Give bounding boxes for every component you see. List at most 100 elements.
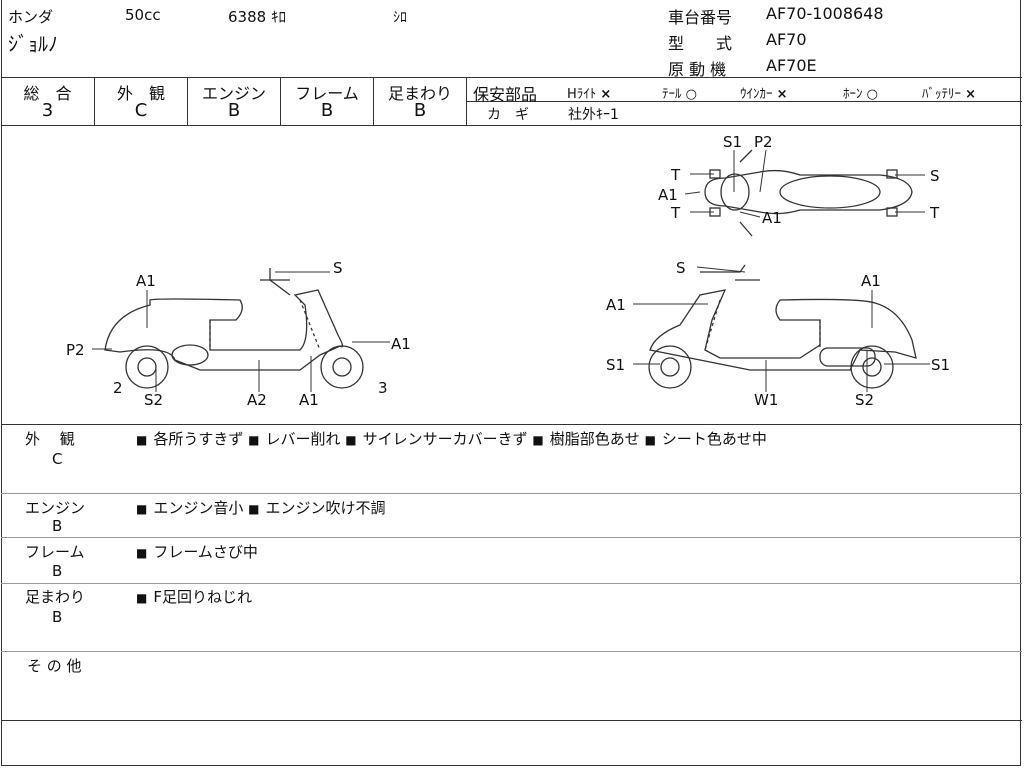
- mileage: 6388 ｷﾛ: [228, 8, 286, 26]
- safety-battery: ﾊﾞｯﾃﾘｰ ×: [922, 83, 976, 102]
- safety-mark: ○: [685, 87, 697, 102]
- safety-horn: ﾎｰﾝ ○: [843, 83, 878, 102]
- diagram-label: S1: [723, 133, 742, 151]
- grade-frame-label: フレーム: [295, 84, 359, 103]
- bullet-icon: ■: [532, 433, 544, 447]
- divider: [280, 78, 281, 125]
- model-name: ｼﾞｮﾙﾉ: [8, 32, 58, 56]
- diagram-label: A1: [136, 272, 156, 290]
- section-engine-label: エンジン: [25, 499, 86, 517]
- scooter-left-view: [104, 268, 364, 389]
- divider: [1, 651, 1022, 652]
- section-engine-grade: B: [52, 517, 63, 535]
- grade-frame-value: B: [320, 100, 334, 121]
- section-exterior-items: ■ 各所うすきず ■ レバー削れ ■ サイレンサーカバーきず ■ 樹脂部色あせ ■ シート…: [136, 428, 767, 449]
- diagram-label: 3: [378, 379, 388, 397]
- section-frame-label: フレーム: [25, 543, 85, 561]
- defect-item: シート色あせ中: [661, 430, 767, 448]
- safety-tail: ﾃｰﾙ ○: [662, 83, 697, 102]
- divider: [373, 78, 374, 125]
- diagram-label: A1: [861, 272, 881, 290]
- diagram-label: A2: [247, 391, 267, 409]
- diagram-label: S1: [931, 356, 950, 374]
- divider: [466, 78, 467, 125]
- color: ｼﾛ: [393, 10, 407, 26]
- bullet-icon: ■: [136, 433, 148, 447]
- diagram-label: S: [333, 259, 343, 277]
- maker: ホンダ: [8, 8, 54, 26]
- divider: [1, 720, 1022, 721]
- defect-item: 各所うすきず: [153, 430, 244, 448]
- divider: [1, 424, 1022, 425]
- diagram-label: 2: [113, 379, 123, 397]
- diagram-label: A1: [658, 186, 678, 204]
- defect-item: 樹脂部色あせ: [549, 430, 640, 448]
- bullet-icon: ■: [136, 502, 148, 516]
- type-value: AF70: [766, 30, 807, 49]
- defect-item: エンジン吹け不調: [265, 499, 386, 517]
- defect-item: サイレンサーカバーきず: [362, 430, 528, 448]
- diagram-label: S2: [855, 391, 874, 409]
- divider: [1, 493, 1022, 494]
- defect-item: フレームさび中: [153, 543, 258, 561]
- type-label: 型 式: [668, 34, 733, 53]
- safety-item-name: ﾎｰﾝ: [843, 87, 863, 102]
- defect-item: F足回りねじれ: [153, 588, 252, 606]
- bullet-icon: ■: [644, 433, 656, 447]
- bullet-icon: ■: [136, 591, 148, 605]
- engine-label: 原 動 機: [668, 60, 727, 79]
- scooter-right-view: [648, 264, 917, 389]
- safety-mark: ○: [866, 87, 878, 102]
- bullet-icon: ■: [136, 546, 148, 560]
- divider: [94, 78, 95, 125]
- diagram-label: A1: [299, 391, 319, 409]
- section-exterior-grade: C: [52, 450, 63, 468]
- grade-engine-label: エンジン: [201, 84, 266, 103]
- grade-engine-value: B: [227, 100, 241, 121]
- grade-overall-value: 3: [41, 100, 54, 121]
- section-suspension-items: ■ F足回りねじれ: [136, 586, 252, 607]
- safety-label: 保安部品: [473, 85, 538, 104]
- divider: [1, 583, 1022, 584]
- frame-no-label: 車台番号: [668, 8, 733, 27]
- safety-headlight: Hﾗｲﾄ ×: [567, 83, 611, 102]
- divider: [467, 101, 1022, 102]
- section-frame-items: ■ フレームさび中: [136, 541, 258, 562]
- defect-item: レバー削れ: [265, 430, 341, 448]
- safety-winker: ｳｲﾝｶｰ ×: [740, 83, 788, 102]
- bullet-icon: ■: [248, 433, 260, 447]
- grade-overall-label: 総 合: [23, 84, 72, 103]
- section-other-label: そ の 他: [27, 657, 82, 675]
- safety-mark: ×: [965, 87, 977, 102]
- safety-item-name: Hﾗｲﾄ: [567, 87, 597, 102]
- diagram-label: T: [670, 166, 681, 184]
- diagram-label: W1: [754, 391, 778, 409]
- section-frame-grade: B: [52, 562, 63, 580]
- bullet-icon: ■: [345, 433, 357, 447]
- frame-no: AF70-1008648: [766, 4, 884, 23]
- grade-exterior-label: 外 観: [116, 84, 165, 103]
- scooter-top-view: [704, 149, 913, 237]
- key-label: カ ギ: [487, 107, 529, 123]
- safety-item-name: ﾃｰﾙ: [662, 87, 682, 102]
- key-value: 社外ｷｰ1: [568, 107, 619, 123]
- safety-mark: ×: [776, 87, 788, 102]
- bullet-icon: ■: [248, 502, 260, 516]
- engine-value: AF70E: [766, 56, 817, 75]
- diagram-label: A1: [391, 335, 411, 353]
- diagram-label: A1: [606, 296, 626, 314]
- divider: [1, 77, 1022, 78]
- grade-exterior-value: C: [134, 100, 148, 121]
- safety-item-name: ｳｲﾝｶｰ: [740, 87, 773, 102]
- safety-item-name: ﾊﾞｯﾃﾘｰ: [922, 87, 961, 102]
- diagram-label: P2: [66, 341, 85, 359]
- diagram-label: A1: [762, 209, 782, 227]
- divider: [187, 78, 188, 125]
- section-exterior-label: 外 観: [25, 430, 75, 448]
- divider: [1, 537, 1022, 538]
- defect-item: エンジン音小: [153, 499, 244, 517]
- diagram-label: P2: [754, 133, 773, 151]
- section-suspension-grade: B: [52, 608, 63, 626]
- section-suspension-label: 足まわり: [25, 588, 86, 606]
